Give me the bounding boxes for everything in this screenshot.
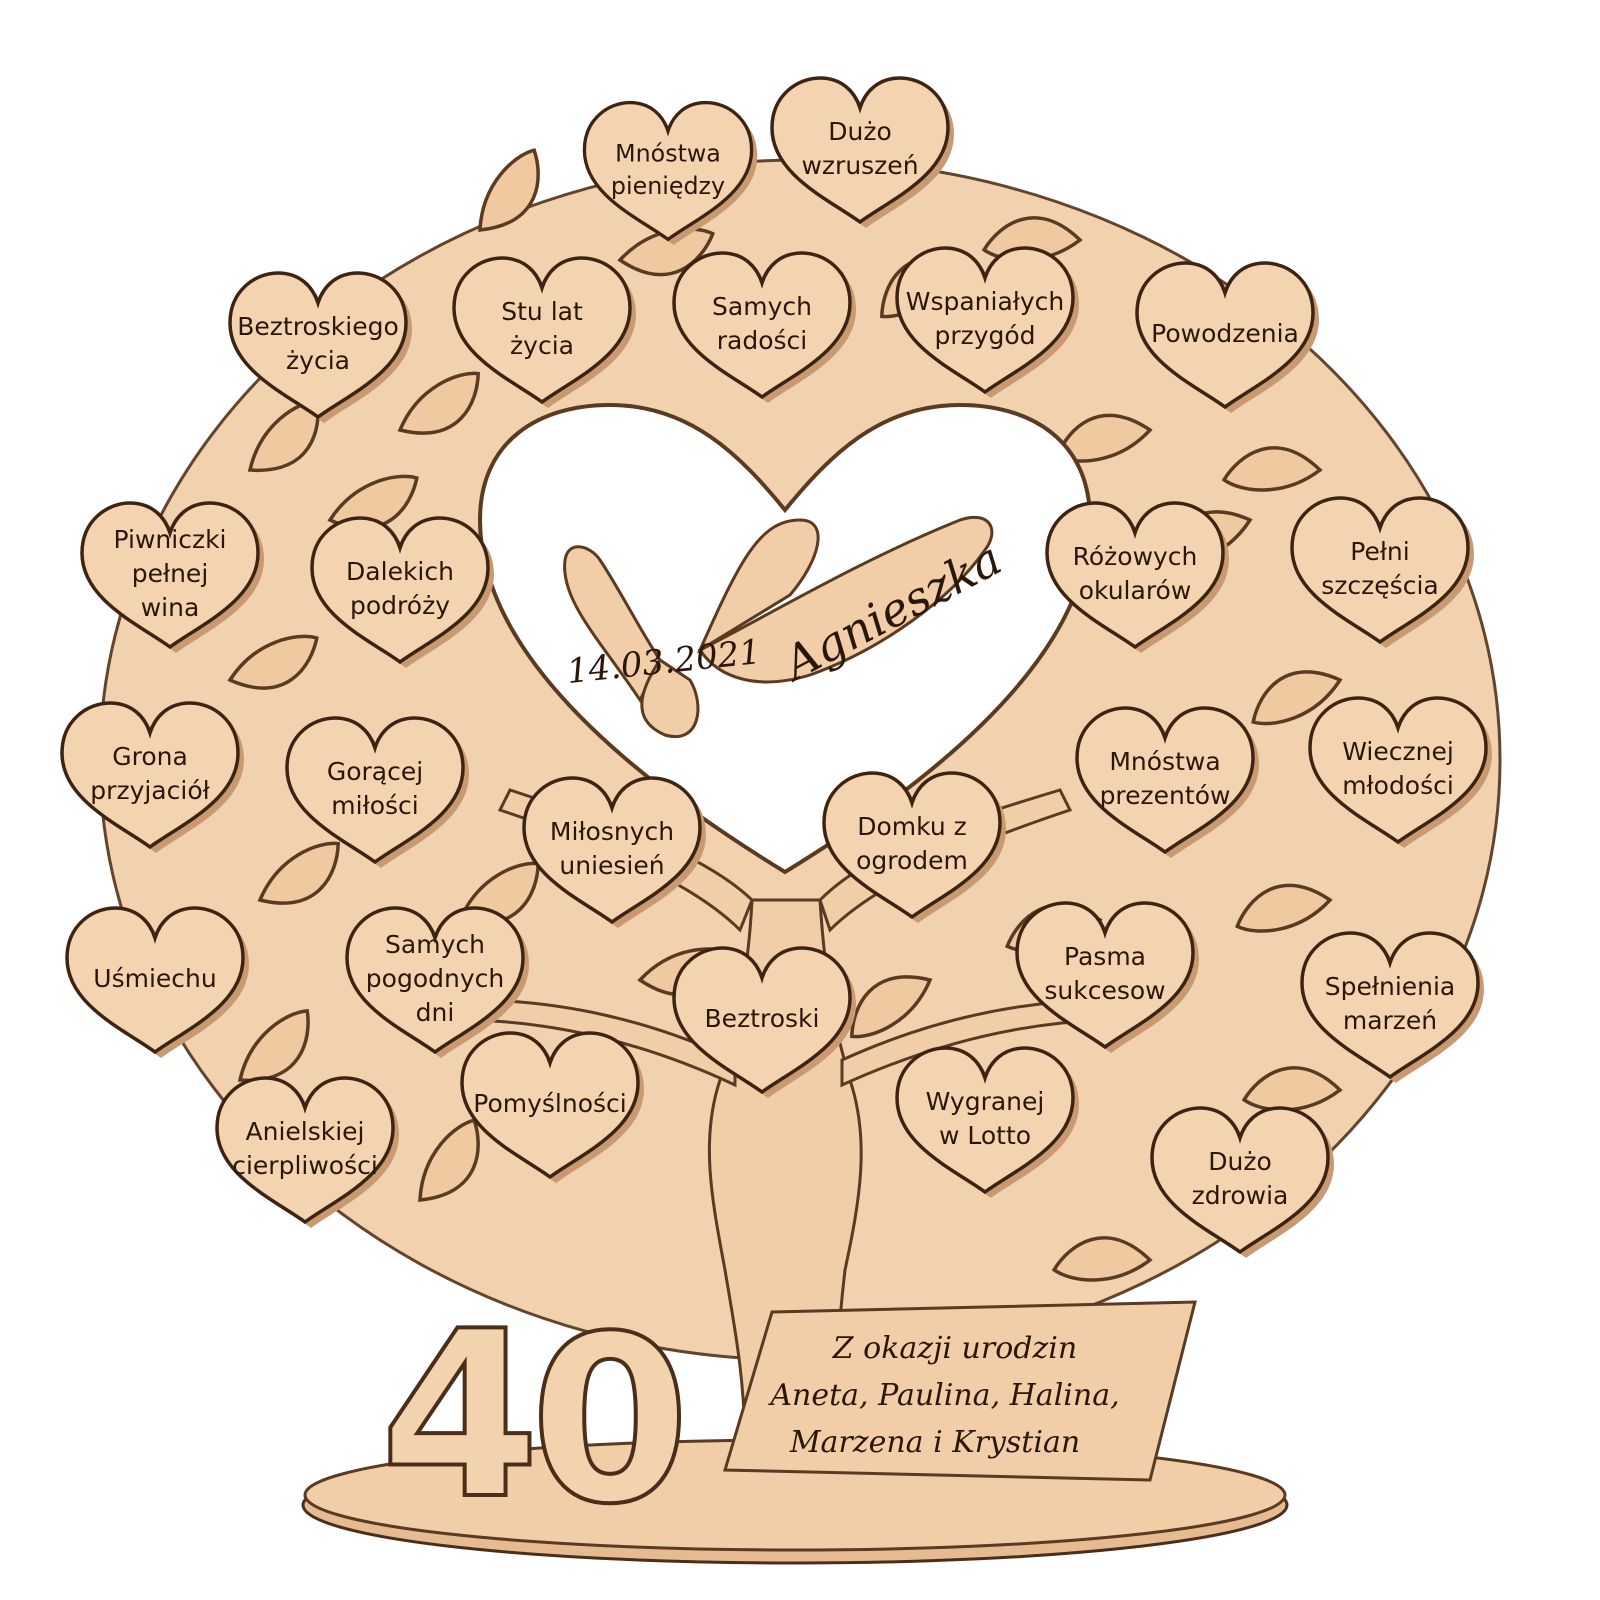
wish-heart-2: Dużo wzruszeń [770,76,954,228]
wish-heart-8: Piwniczki pełnej wina [80,501,264,653]
heart-text-line: dni [416,998,455,1027]
heart-text-line: Beztroski [705,1004,820,1033]
heart-text-line: sukcesow [1044,976,1165,1005]
heart-text-line: Uśmiechu [93,964,216,993]
wish-heart-3: Stu lat życia [452,256,636,408]
heart-text-line: Wspaniałych [906,287,1065,316]
wish-heart-13: Gorącej miłości [285,716,469,868]
heart-text-line: uniesień [559,851,664,880]
heart-text-line: cierpliwości [232,1151,378,1180]
wish-heart-5: Wspaniałych przygód [895,246,1079,398]
heart-text-line: Powodzenia [1151,319,1299,348]
heart-text-line: wzruszeń [801,151,918,180]
heart-text-line: Stu lat [501,297,583,326]
heart-text-line: przyjaciół [90,776,210,805]
heart-text-line: prezentów [1100,781,1231,810]
wish-heart-25: Anielskiej cierpliwości [215,1076,399,1228]
wish-heart-19: Samych pogodnych dni [345,906,529,1058]
wish-heart-22: Spełnienia marzeń [1300,931,1484,1083]
heart-text-line: Miłosnych [550,817,674,846]
heart-text-line: młodości [1342,771,1454,800]
heart-text-line: przygód [934,321,1035,350]
plaque-line-2: Aneta, Paulina, Halina, [767,1378,1119,1413]
heart-text-line: Dużo [828,117,892,146]
heart-text-line: zdrowia [1192,1181,1289,1210]
heart-text-line: szczęścia [1321,571,1438,600]
heart-text-line: Spełnienia [1325,972,1456,1001]
wish-heart-6: Beztroskiego życia [228,271,412,423]
wish-heart-14: Miłosnych uniesień [522,776,706,928]
wish-heart-23: Pomyślności [460,1031,644,1183]
wish-heart-10: Różowych okularów [1045,501,1229,653]
heart-text-line: podróży [350,591,450,620]
age-digit-0: 0 [530,1288,690,1555]
heart-text-line: pieniędzy [611,172,725,200]
heart-text-line: Wygranej [926,1087,1045,1116]
wish-heart-9: Dalekich podróży [310,516,494,668]
wish-heart-1: Mnóstwa pieniędzy [582,100,758,246]
wish-heart-7: Powodzenia [1135,261,1319,413]
heart-text-line: wina [141,593,200,622]
heart-text-line: Beztroskiego [237,312,398,341]
heart-text-line: radości [717,326,807,355]
wish-heart-26: Dużo zdrowia [1150,1106,1334,1258]
heart-text-line: życia [286,346,350,375]
heart-text-line: marzeń [1343,1006,1437,1035]
age-numbers: 4 0 [378,1281,692,1557]
heart-text-line: Grona [112,742,188,771]
heart-text-line: Gorącej [327,757,423,786]
heart-text-line: Samych [712,292,812,321]
heart-text-line: Samych [385,930,485,959]
heart-text-line: Piwniczki [113,525,226,554]
heart-text-line: ogrodem [856,846,968,875]
heart-text-line: pogodnych [366,964,504,993]
wish-heart-24: Wygranej w Lotto [895,1046,1079,1198]
heart-text-line: pełnej [132,559,209,588]
plaque-line-3: Marzena i Krystian [789,1425,1080,1460]
wish-heart-12: Grona przyjaciół [60,701,244,853]
plaque-line-1: Z okazji urodzin [832,1331,1077,1366]
age-digit-4: 4 [380,1283,540,1550]
heart-text-line: życia [510,331,574,360]
butterfly [563,515,994,739]
heart-text-line: Wiecznej [1342,737,1454,766]
heart-text-line: Dalekich [346,557,454,586]
heart-text-line: Dużo [1208,1147,1272,1176]
heart-text-line: okularów [1079,576,1192,605]
heart-text-line: Domku z [857,812,967,841]
wish-heart-21: Pasma sukcesow [1015,901,1199,1053]
heart-text-line: Pasma [1064,942,1146,971]
wish-heart-11: Pełni szczęścia [1290,496,1474,648]
wish-heart-20: Beztroski [672,946,856,1098]
heart-text-line: Różowych [1073,542,1198,571]
wish-heart-15: Domku z ogrodem [822,771,1006,923]
heart-text-line: Mnóstwa [615,140,721,168]
wish-heart-16: Mnóstwa prezentów [1075,706,1259,858]
wish-heart-17: Wiecznej młodości [1308,696,1492,848]
heart-text-line: Anielskiej [246,1117,365,1146]
wish-heart-4: Samych radości [672,251,856,403]
heart-text-line: w Lotto [939,1121,1031,1150]
heart-text-line: Mnóstwa [1109,747,1220,776]
heart-text-line: Pełni [1350,537,1409,566]
heart-text-line: miłości [331,791,418,820]
wish-heart-18: Uśmiechu [65,906,249,1058]
heart-text-line: Pomyślności [473,1089,626,1118]
dedication-plaque: Z okazji urodzin Aneta, Paulina, Halina,… [723,1300,1197,1482]
